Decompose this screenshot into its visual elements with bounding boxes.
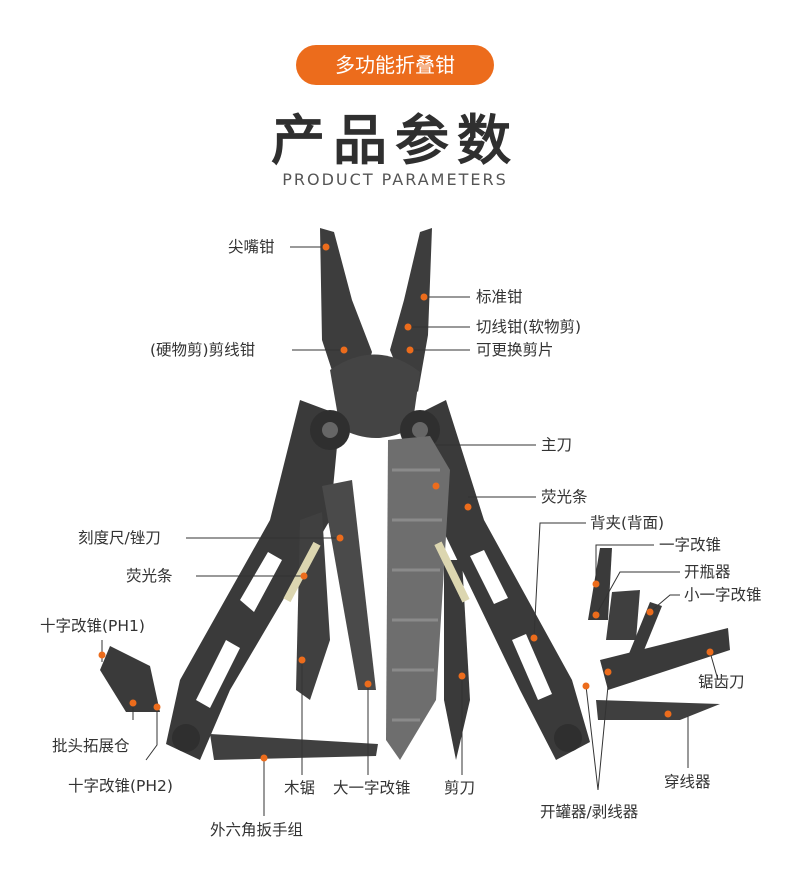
pivot-screw <box>322 422 338 438</box>
multitool-illustration <box>100 228 730 760</box>
callout-dots <box>98 243 714 762</box>
flat-screwdriver <box>588 548 612 620</box>
page-subtitle: PRODUCT PARAMETERS <box>282 170 508 189</box>
wood-saw <box>296 512 330 700</box>
file-tool <box>322 480 376 690</box>
bit-holder <box>100 646 160 712</box>
label-standard-pliers: 标准钳 <box>476 288 523 306</box>
awl <box>596 700 720 720</box>
label-phillips-ph1: 十字改锥(PH1) <box>40 617 145 635</box>
label-glow-strip-left: 荧光条 <box>126 567 173 585</box>
label-wire-cutter-soft: 切线钳(软物剪) <box>476 318 582 336</box>
main-blade <box>386 436 450 760</box>
bottle-opener <box>606 590 640 640</box>
label-hard-wire-cutter: (硬物剪)剪线钳 <box>150 341 256 359</box>
leader-lines <box>101 246 719 816</box>
pivot-screw <box>412 422 428 438</box>
label-bottle-opener: 开瓶器 <box>684 563 731 581</box>
label-small-flat-screwdriver: 小一字改锥 <box>684 586 762 604</box>
pivot-screw <box>554 724 582 752</box>
label-back-clip: 背夹(背面) <box>590 514 665 532</box>
label-bit-holder: 批头拓展仓 <box>52 737 130 755</box>
right-jaw <box>390 228 432 392</box>
pivot-head <box>330 354 420 438</box>
right-handle-cutout <box>470 550 508 604</box>
label-awl: 穿线器 <box>664 773 711 791</box>
label-scissors: 剪刀 <box>444 779 476 797</box>
glow-strip <box>434 541 470 603</box>
label-flat-screwdriver: 一字改锥 <box>659 536 722 554</box>
label-ruler-file: 刻度尺/锉刀 <box>78 529 161 547</box>
category-badge: 多功能折叠钳 <box>296 45 494 85</box>
hex-wrench-set <box>210 734 378 760</box>
label-glow-strip-right: 荧光条 <box>541 488 588 506</box>
serrated-blade <box>600 628 730 690</box>
label-can-opener-stripper: 开罐器/剥线器 <box>540 803 639 821</box>
right-handle <box>414 400 590 760</box>
label-wood-saw: 木锯 <box>284 779 316 797</box>
left-jaw <box>320 228 372 395</box>
right-handle-cutout <box>512 634 552 700</box>
label-replaceable-blade: 可更换剪片 <box>476 341 554 359</box>
label-main-blade: 主刀 <box>541 436 573 454</box>
left-handle-cutout <box>240 552 282 612</box>
label-needle-nose-pliers: 尖嘴钳 <box>228 238 275 256</box>
scissors <box>444 560 470 760</box>
page-title: 产品参数 <box>271 109 519 172</box>
label-hex-wrench-set: 外六角扳手组 <box>210 821 304 839</box>
label-phillips-ph2: 十字改锥(PH2) <box>68 777 173 795</box>
pivot-screw <box>172 724 200 752</box>
label-large-flat-screwdriver: 大一字改锥 <box>333 779 411 797</box>
label-serrated-blade: 锯齿刀 <box>698 673 745 691</box>
left-handle-cutout <box>196 640 240 708</box>
small-flat-screwdriver <box>628 602 662 660</box>
glow-strip <box>283 541 321 603</box>
